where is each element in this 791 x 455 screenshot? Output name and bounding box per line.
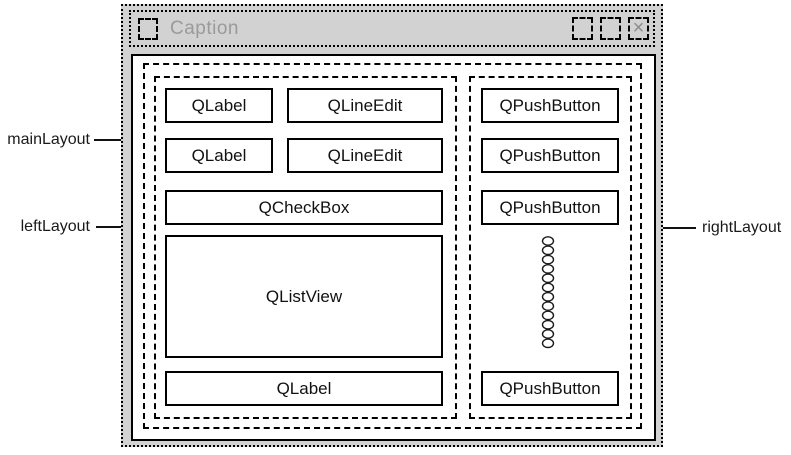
- rightlayout-annotation: rightLayout: [702, 219, 782, 236]
- qlabel-widget: QLabel: [165, 88, 273, 123]
- mainlayout-annotation: mainLayout: [7, 131, 90, 148]
- qpushbutton-widget[interactable]: QPushButton: [481, 138, 619, 173]
- qlabel-widget: QLabel: [165, 138, 273, 173]
- spacer-spring-icon: [541, 236, 555, 349]
- window-system-menu-icon[interactable]: [138, 17, 158, 40]
- close-button[interactable]: ×: [628, 17, 649, 40]
- close-icon: ×: [632, 16, 645, 39]
- left-layout-frame: QLabel QLineEdit QLabel QLineEdit QCheck…: [154, 76, 457, 419]
- right-layout-frame: QPushButton QPushButton QPushButton: [469, 76, 632, 419]
- arrow-line: [642, 227, 696, 229]
- qlineedit-widget[interactable]: QLineEdit: [287, 138, 443, 173]
- main-layout-frame: QLabel QLineEdit QLabel QLineEdit QCheck…: [143, 63, 642, 429]
- arrow-line: [94, 139, 135, 141]
- qcheckbox-widget[interactable]: QCheckBox: [165, 190, 443, 225]
- titlebar[interactable]: Caption ×: [129, 10, 655, 47]
- qlabel-widget: QLabel: [165, 371, 443, 406]
- qpushbutton-widget[interactable]: QPushButton: [481, 371, 619, 406]
- qlineedit-widget[interactable]: QLineEdit: [287, 88, 443, 123]
- qlistview-widget[interactable]: QListView: [165, 235, 443, 358]
- qpushbutton-widget[interactable]: QPushButton: [481, 88, 619, 123]
- window-title: Caption: [170, 17, 239, 39]
- minimize-button[interactable]: [572, 17, 593, 40]
- titlebar-buttons: ×: [572, 17, 649, 40]
- qpushbutton-widget[interactable]: QPushButton: [481, 190, 619, 225]
- central-widget: QLabel QLineEdit QLabel QLineEdit QCheck…: [131, 54, 656, 441]
- dialog-window: Caption × QLabel QLineEdit QLabel QLineE…: [121, 4, 663, 447]
- leftlayout-annotation: leftLayout: [20, 218, 90, 235]
- maximize-button[interactable]: [600, 17, 621, 40]
